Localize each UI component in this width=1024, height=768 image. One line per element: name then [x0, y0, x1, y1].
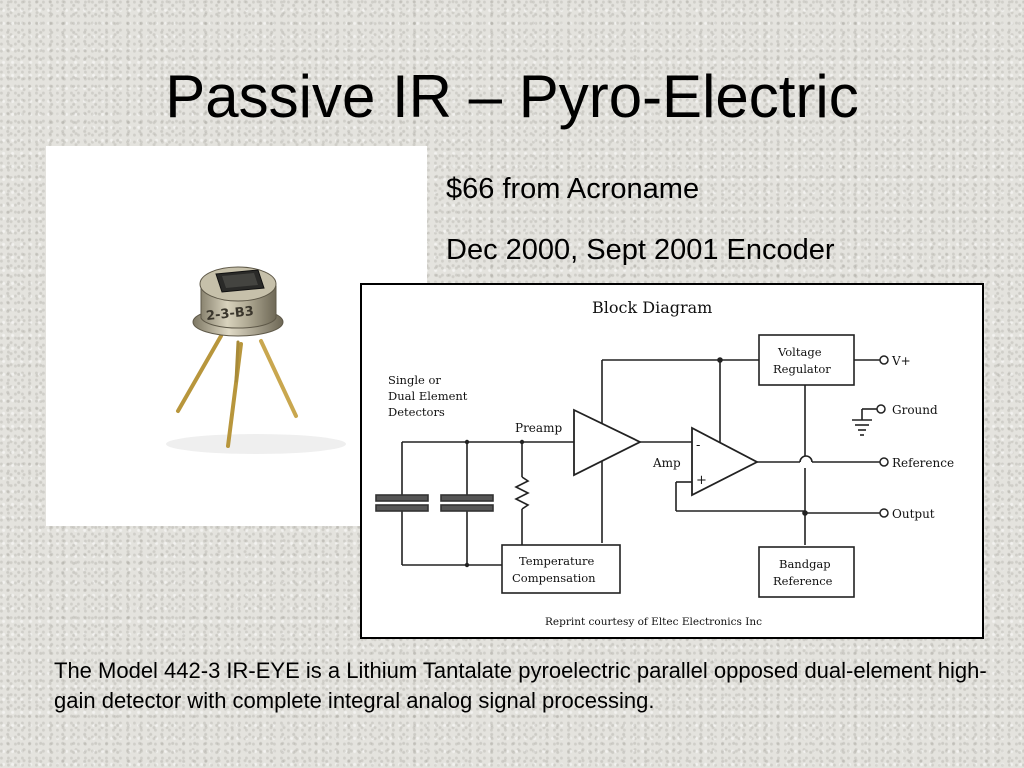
price-line: $66 from Acroname: [446, 173, 700, 205]
diagram-title: Block Diagram: [592, 298, 712, 317]
detectors-label-1: Single or: [388, 373, 441, 387]
bandgap-label-1: Bandgap: [779, 557, 831, 571]
detectors-label-2: Dual Element: [388, 389, 468, 403]
voltage-regulator-label-2: Regulator: [773, 362, 831, 376]
sensor-marking: 2-3-B3: [205, 304, 254, 324]
diagram-credit: Reprint courtesy of Eltec Electronics In…: [545, 616, 762, 628]
temp-comp-label-2: Compensation: [512, 571, 596, 585]
detectors-label-3: Detectors: [388, 405, 445, 419]
pin-reference: Reference: [892, 456, 954, 470]
pir-sensor-image: 2-3-B3: [166, 266, 346, 454]
preamp-label: Preamp: [515, 421, 562, 435]
pin-ground: Ground: [892, 403, 938, 417]
amp-plus: +: [696, 473, 707, 488]
voltage-regulator-label-1: Voltage: [777, 345, 822, 359]
block-diagram-svg: Block Diagram Single or Dual Element Det…: [375, 298, 954, 628]
pin-output: Output: [892, 507, 935, 521]
bandgap-label-2: Reference: [773, 574, 833, 588]
pin-vplus: V+: [891, 354, 911, 368]
temp-comp-label-1: Temperature: [519, 554, 595, 568]
date-line: Dec 2000, Sept 2001 Encoder: [446, 234, 835, 266]
slide-title: Passive IR – Pyro-Electric: [165, 63, 859, 130]
amp-label: Amp: [652, 456, 681, 470]
slide-caption: The Model 442-3 IR-EYE is a Lithium Tant…: [54, 658, 987, 713]
amp-minus: -: [696, 438, 700, 453]
block-diagram: Block Diagram Single or Dual Element Det…: [360, 283, 984, 639]
